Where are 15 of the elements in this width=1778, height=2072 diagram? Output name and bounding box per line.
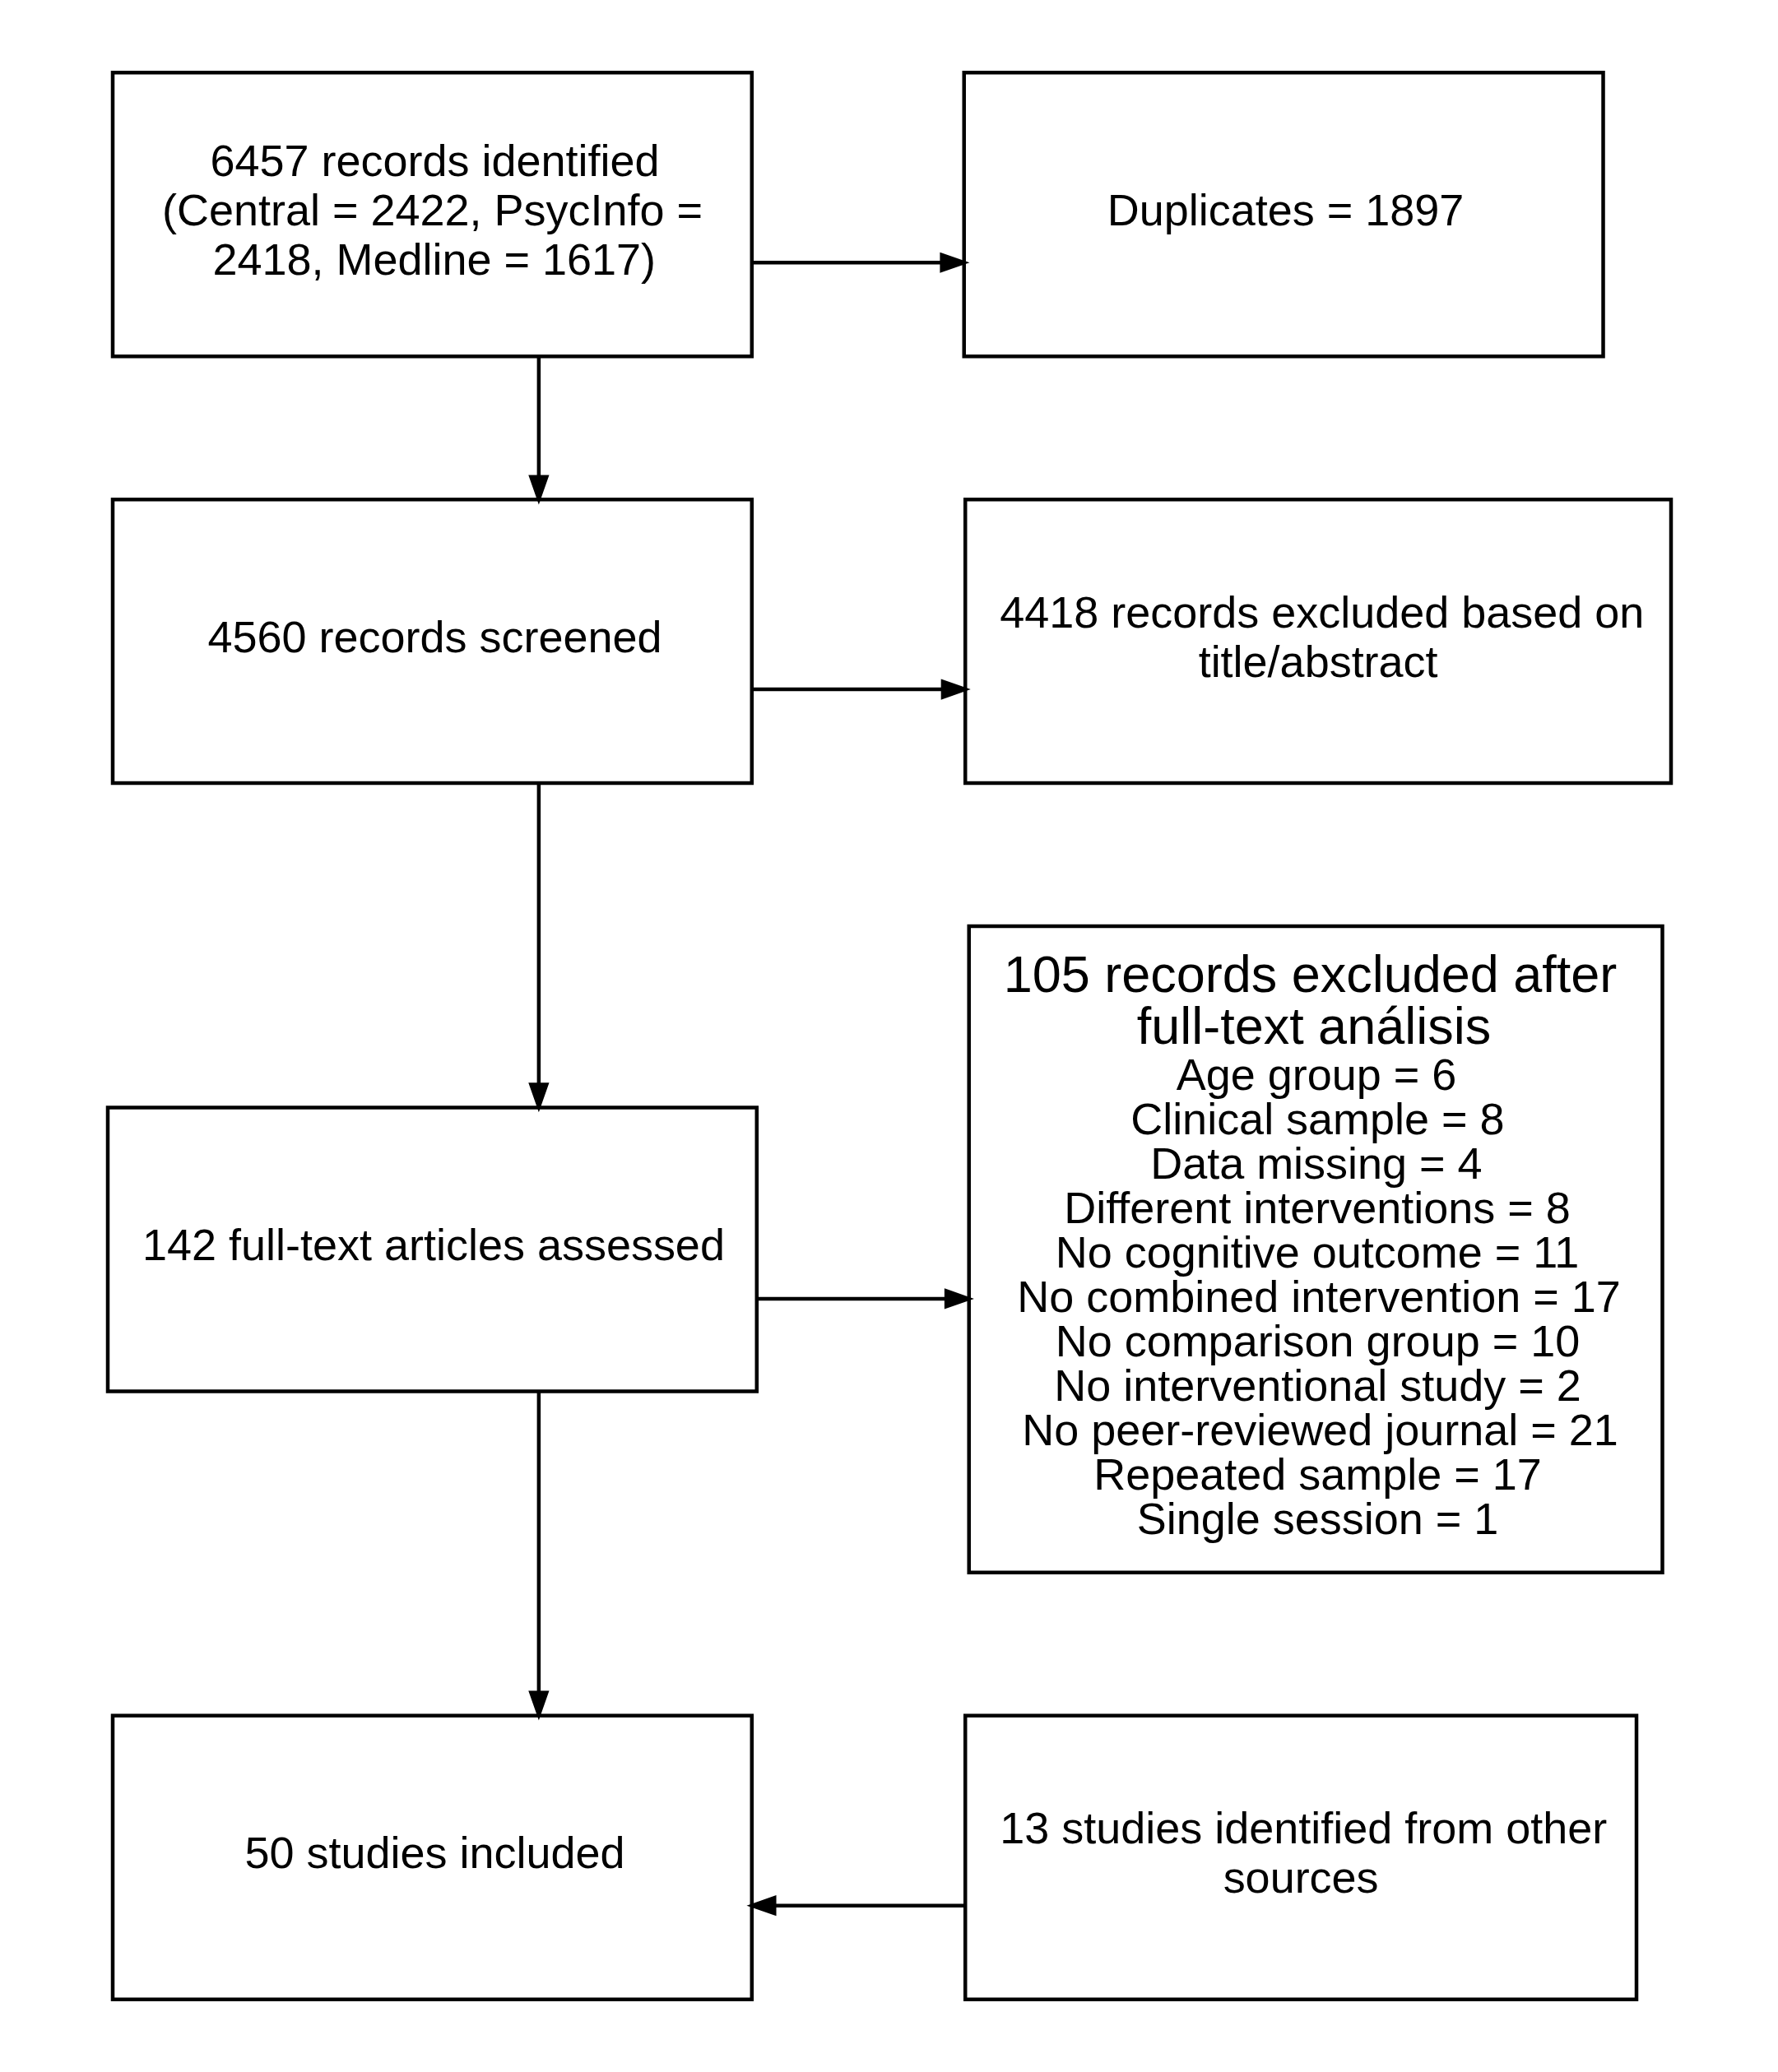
node-box: 13 studies identified from other sources bbox=[963, 1713, 1638, 2001]
node-box: 142 full-text articles assessed bbox=[105, 1106, 759, 1393]
arrow bbox=[527, 783, 549, 1113]
node-box: 105 records excluded after full-text análisis Age group = 6 Clinical sample = 8 Data missing = 4 Different interventions = 8 No cognitive outcome = 11 No combined intervention = 17 No comparison group = 10 No interventional study = 2 No peer-reviewed journal = 21 Repeated sample = 17 Single session = 1 bbox=[966, 924, 1664, 1575]
node-box: Duplicates = 1897 bbox=[962, 71, 1605, 359]
arrow bbox=[751, 679, 971, 700]
arrow bbox=[527, 1392, 549, 1721]
arrow bbox=[756, 1288, 974, 1309]
arrow bbox=[752, 252, 969, 273]
node-box: 4560 records screened bbox=[110, 497, 754, 786]
node-box: 6457 records identified (Central = 2422, PsycInfo = 2418, Medline = 1617) bbox=[110, 71, 754, 359]
node-box: 50 studies included bbox=[110, 1713, 754, 2001]
arrow bbox=[745, 1895, 965, 1917]
arrow bbox=[527, 356, 549, 505]
node-box: 4418 records excluded based on title/abstract bbox=[963, 497, 1673, 786]
